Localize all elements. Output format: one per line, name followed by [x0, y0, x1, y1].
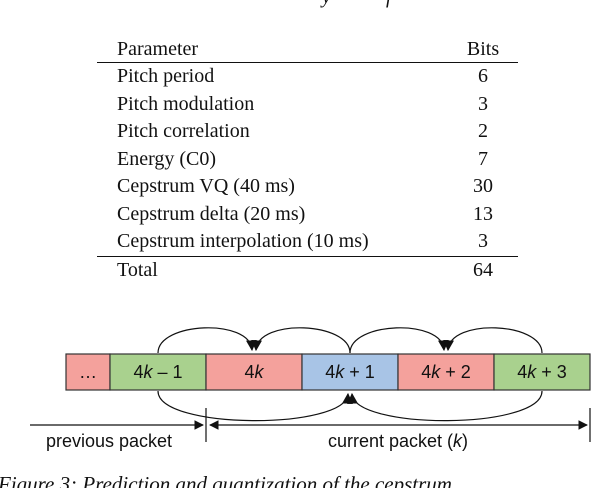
header-parameter: Parameter — [97, 36, 448, 63]
prediction-arcs-top — [157, 327, 543, 354]
row-param: Energy (C0) — [117, 147, 217, 170]
total-param: Total — [97, 255, 448, 284]
row-bits: 13 — [473, 202, 493, 225]
row-param: Pitch modulation — [117, 92, 255, 115]
caption-top-fragment: y f — [0, 0, 610, 10]
arc-4k-plus-3-to-4k-plus-1 — [347, 390, 543, 422]
frame-label-4k-plus-1: 4k + 1 — [325, 362, 375, 382]
arc-4k-minus-1-to-4k-plus-1 — [157, 390, 353, 422]
row-param: Cepstrum interpolation (10 ms) — [117, 230, 369, 252]
arc-4k-plus-1-to-4k — [251, 327, 351, 354]
row-param: Cepstrum VQ (40 ms) — [117, 175, 295, 197]
arc-4k-minus-1-to-4k — [157, 327, 257, 354]
figure-caption: Figure 3: Prediction and quantization of… — [0, 466, 610, 488]
row-bits: 30 — [473, 175, 493, 197]
packet-prediction-diagram: … 4k – 1 4k 4k + 1 4k + 2 4k + 3 previou… — [30, 327, 591, 451]
caption-top-fragment-2: f — [386, 0, 392, 9]
frame-box-4k-plus-3 — [493, 353, 591, 391]
row-bits: 2 — [478, 120, 488, 142]
prediction-arcs-bottom — [157, 390, 543, 422]
figure-caption-text: Figure 3: Prediction and quantization of… — [0, 472, 473, 488]
frame-box-4k-plus-2 — [397, 353, 495, 391]
row-bits: 6 — [478, 65, 488, 87]
frame-box-ellipsis — [65, 353, 111, 391]
frame-label-4k-plus-2: 4k + 2 — [421, 362, 471, 382]
row-bits: 7 — [478, 147, 488, 170]
row-bits: 3 — [478, 230, 488, 252]
row-bits: 3 — [478, 92, 488, 115]
arc-4k-plus-1-to-4k-plus-2 — [349, 327, 449, 354]
frame-box-4k — [205, 353, 303, 391]
row-param: Pitch correlation — [117, 120, 250, 142]
frame-label-ellipsis: … — [79, 362, 97, 382]
caption-top-fragment-1: y — [322, 0, 331, 9]
row-param: Cepstrum delta (20 ms) — [117, 202, 306, 225]
frame-label-4k-minus-1: 4k – 1 — [133, 362, 182, 382]
frame-label-4k: 4k — [244, 362, 264, 382]
header-bits: Bits — [448, 36, 518, 63]
frame-boxes — [65, 353, 591, 391]
arc-4k-plus-3-to-4k-plus-2 — [443, 327, 543, 354]
previous-packet-label: previous packet — [46, 431, 172, 451]
total-bits: 64 — [448, 255, 518, 284]
row-param: Pitch period — [117, 65, 215, 87]
bit-allocation-table: Parameter Bits Pitch period 6 Pitch modu… — [97, 36, 518, 284]
frame-box-4k-minus-1 — [109, 353, 207, 391]
current-packet-label: current packet (k) — [328, 431, 468, 451]
frame-label-4k-plus-3: 4k + 3 — [517, 362, 567, 382]
